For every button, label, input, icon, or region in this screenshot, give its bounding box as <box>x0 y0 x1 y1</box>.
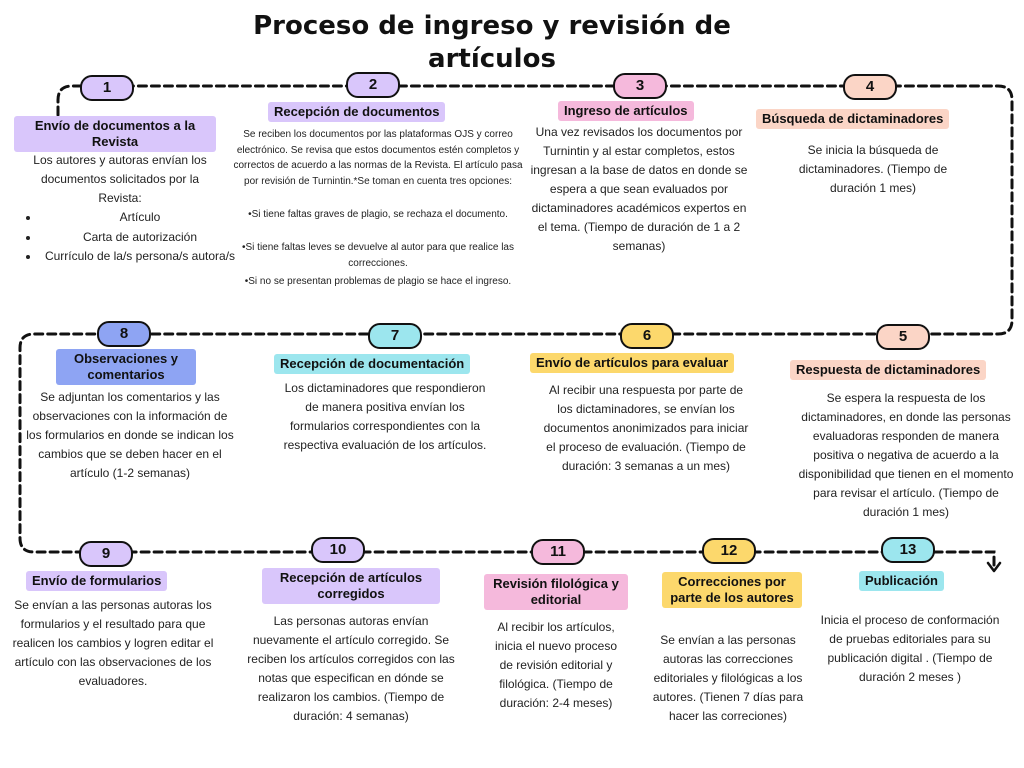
step-number-11: 11 <box>531 539 585 565</box>
step-heading-3: Ingreso de artículos <box>558 101 694 121</box>
step-heading-1: Envío de documentos a la Revista <box>14 116 216 152</box>
step-heading-12: Correcciones por parte de los autores <box>662 572 802 608</box>
step-text-8: Se adjuntan los comentarios y las observ… <box>26 390 234 480</box>
step-text-6: Al recibir una respuesta por parte de lo… <box>543 383 749 473</box>
step-number-4: 4 <box>843 74 897 100</box>
step-text-7: Los dictaminadores que respondieron de m… <box>283 381 487 452</box>
step-option-2c: •Si no se presentan problemas de plagio … <box>244 276 512 287</box>
step-text-1: Los autores y autoras envían los documen… <box>33 153 207 205</box>
step-text-3: Una vez revisados los documentos por Tur… <box>530 125 748 253</box>
step-number-9: 9 <box>79 541 133 567</box>
step-heading-2: Recepción de documentos <box>268 102 446 122</box>
step-number-6: 6 <box>620 323 674 349</box>
step-text-9: Se envían a las personas autoras los for… <box>12 598 214 688</box>
step-heading-7: Recepción de documentación <box>274 354 471 374</box>
step-option-2b: •Si tiene faltas leves se devuelve al au… <box>242 242 514 269</box>
step-number-10: 10 <box>311 537 365 563</box>
step-text-10: Las personas autoras envían nuevamente e… <box>247 614 455 723</box>
step-text-13: Inicia el proceso de conformación de pru… <box>820 613 1000 684</box>
step-number-3: 3 <box>613 73 667 99</box>
step-heading-13: Publicación <box>859 571 944 591</box>
step-text-12: Se envían a las personas autoras las cor… <box>652 633 804 723</box>
step-text-4: Se inicia la búsqueda de dictaminadores.… <box>798 143 948 195</box>
step-number-1: 1 <box>80 75 134 101</box>
step-heading-11: Revisión filológica y editorial <box>484 574 628 610</box>
step-text-2: Se reciben los documentos por las plataf… <box>233 129 523 187</box>
page-title: Proceso de ingreso y revisión de artícul… <box>253 11 731 74</box>
step-heading-6: Envío de artículos para evaluar <box>530 353 735 373</box>
step-heading-4: Búsqueda de dictaminadores <box>756 109 950 129</box>
step-number-12: 12 <box>702 538 756 564</box>
step-list-item: Currículo de la/s persona/s autora/s <box>40 247 240 267</box>
step-number-7: 7 <box>368 323 422 349</box>
arrow-head-icon <box>986 561 1002 573</box>
step-number-8: 8 <box>97 321 151 347</box>
step-heading-5: Respuesta de dictaminadores <box>790 360 987 380</box>
step-list-1: Artículo Carta de autorización Currículo… <box>20 208 240 267</box>
step-heading-10: Recepción de artículos corregidos <box>262 568 440 604</box>
step-list-item: Carta de autorización <box>40 228 240 248</box>
step-number-5: 5 <box>876 324 930 350</box>
step-text-5: Se espera la respuesta de los dictaminad… <box>798 391 1014 519</box>
step-heading-8: Observaciones y comentarios <box>56 349 196 385</box>
step-heading-9: Envío de formularios <box>26 571 168 591</box>
step-text-11: Al recibir los artículos, inicia el nuev… <box>494 620 618 710</box>
step-list-item: Artículo <box>40 208 240 228</box>
step-number-13: 13 <box>881 537 935 563</box>
step-option-2a: •Si tiene faltas graves de plagio, se re… <box>248 209 508 220</box>
step-number-2: 2 <box>346 72 400 98</box>
timeline-path <box>18 84 1014 567</box>
